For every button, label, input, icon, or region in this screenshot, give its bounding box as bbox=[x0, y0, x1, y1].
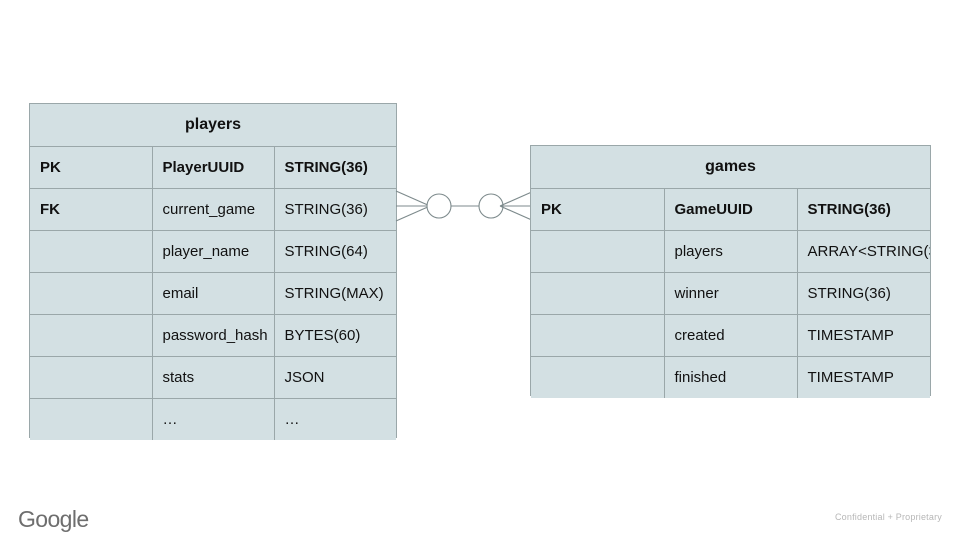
players-row-0-key: PK bbox=[30, 145, 153, 189]
players-row-1-type: STRING(36) bbox=[273, 187, 396, 231]
games-row-4-type: TIMESTAMP bbox=[796, 355, 930, 398]
entity-games-table: games PK GameUUID STRING(36) players ARR… bbox=[531, 146, 930, 398]
games-row-2-name: winner bbox=[663, 271, 798, 315]
crowsfoot-right-upper bbox=[499, 190, 535, 207]
table-row[interactable]: stats JSON bbox=[30, 355, 396, 399]
players-row-0-name: PlayerUUID bbox=[151, 145, 275, 189]
games-row-0-name: GameUUID bbox=[663, 187, 798, 231]
games-row-1-name: players bbox=[663, 229, 798, 273]
relationship-connector-players-games bbox=[395, 190, 535, 222]
cardinality-zero-right bbox=[478, 193, 504, 219]
crowsfoot-left-upper bbox=[395, 190, 431, 207]
table-row[interactable]: email STRING(MAX) bbox=[30, 271, 396, 315]
players-row-4-type: BYTES(60) bbox=[273, 313, 396, 357]
players-row-1-name: current_game bbox=[151, 187, 275, 231]
table-row[interactable]: finished TIMESTAMP bbox=[531, 355, 930, 398]
cardinality-zero-left bbox=[426, 193, 452, 219]
table-row[interactable]: players ARRAY<STRING(36)> bbox=[531, 229, 930, 273]
players-row-3-key bbox=[30, 271, 153, 315]
games-row-3-name: created bbox=[663, 313, 798, 357]
entity-players[interactable]: players PK PlayerUUID STRING(36) FK curr… bbox=[29, 103, 397, 440]
games-row-0-key: PK bbox=[531, 187, 665, 231]
crowsfoot-left-lower bbox=[395, 205, 431, 222]
players-row-3-name: email bbox=[151, 271, 275, 315]
table-row[interactable]: PK PlayerUUID STRING(36) bbox=[30, 145, 396, 189]
entity-games-title: games bbox=[531, 146, 930, 189]
players-row-1-key: FK bbox=[30, 187, 153, 231]
games-row-3-key bbox=[531, 313, 665, 357]
players-row-4-name: password_hash bbox=[151, 313, 275, 357]
table-row[interactable]: … … bbox=[30, 397, 396, 440]
players-row-2-name: player_name bbox=[151, 229, 275, 273]
crowsfoot-right-lower bbox=[499, 205, 535, 222]
players-row-3-type: STRING(MAX) bbox=[273, 271, 396, 315]
players-row-5-name: stats bbox=[151, 355, 275, 399]
players-row-2-key bbox=[30, 229, 153, 273]
players-row-5-key bbox=[30, 355, 153, 399]
games-row-2-type: STRING(36) bbox=[796, 271, 930, 315]
entity-players-title: players bbox=[30, 104, 396, 147]
table-row[interactable]: winner STRING(36) bbox=[531, 271, 930, 315]
entity-games[interactable]: games PK GameUUID STRING(36) players ARR… bbox=[530, 145, 931, 398]
players-row-6-key bbox=[30, 397, 153, 440]
entity-players-title-row: players bbox=[30, 104, 396, 147]
games-row-4-name: finished bbox=[663, 355, 798, 398]
entity-players-table: players PK PlayerUUID STRING(36) FK curr… bbox=[30, 104, 396, 440]
players-row-0-type: STRING(36) bbox=[273, 145, 396, 189]
games-row-4-key bbox=[531, 355, 665, 398]
players-row-5-type: JSON bbox=[273, 355, 396, 399]
entity-games-title-row: games bbox=[531, 146, 930, 189]
table-row[interactable]: player_name STRING(64) bbox=[30, 229, 396, 273]
table-row[interactable]: password_hash BYTES(60) bbox=[30, 313, 396, 357]
google-logo-text: Google bbox=[18, 506, 89, 532]
players-row-6-type: … bbox=[273, 397, 396, 440]
google-logo: Google bbox=[18, 506, 89, 532]
table-row[interactable]: created TIMESTAMP bbox=[531, 313, 930, 357]
games-row-2-key bbox=[531, 271, 665, 315]
players-row-6-name: … bbox=[151, 397, 275, 440]
players-row-2-type: STRING(64) bbox=[273, 229, 396, 273]
games-row-1-type: ARRAY<STRING(36)> bbox=[796, 229, 930, 273]
games-row-1-key bbox=[531, 229, 665, 273]
confidential-proprietary-note: Confidential + Proprietary bbox=[834, 512, 942, 522]
players-row-4-key bbox=[30, 313, 153, 357]
games-row-3-type: TIMESTAMP bbox=[796, 313, 930, 357]
table-row[interactable]: FK current_game STRING(36) bbox=[30, 187, 396, 231]
games-row-0-type: STRING(36) bbox=[796, 187, 930, 231]
table-row[interactable]: PK GameUUID STRING(36) bbox=[531, 187, 930, 231]
